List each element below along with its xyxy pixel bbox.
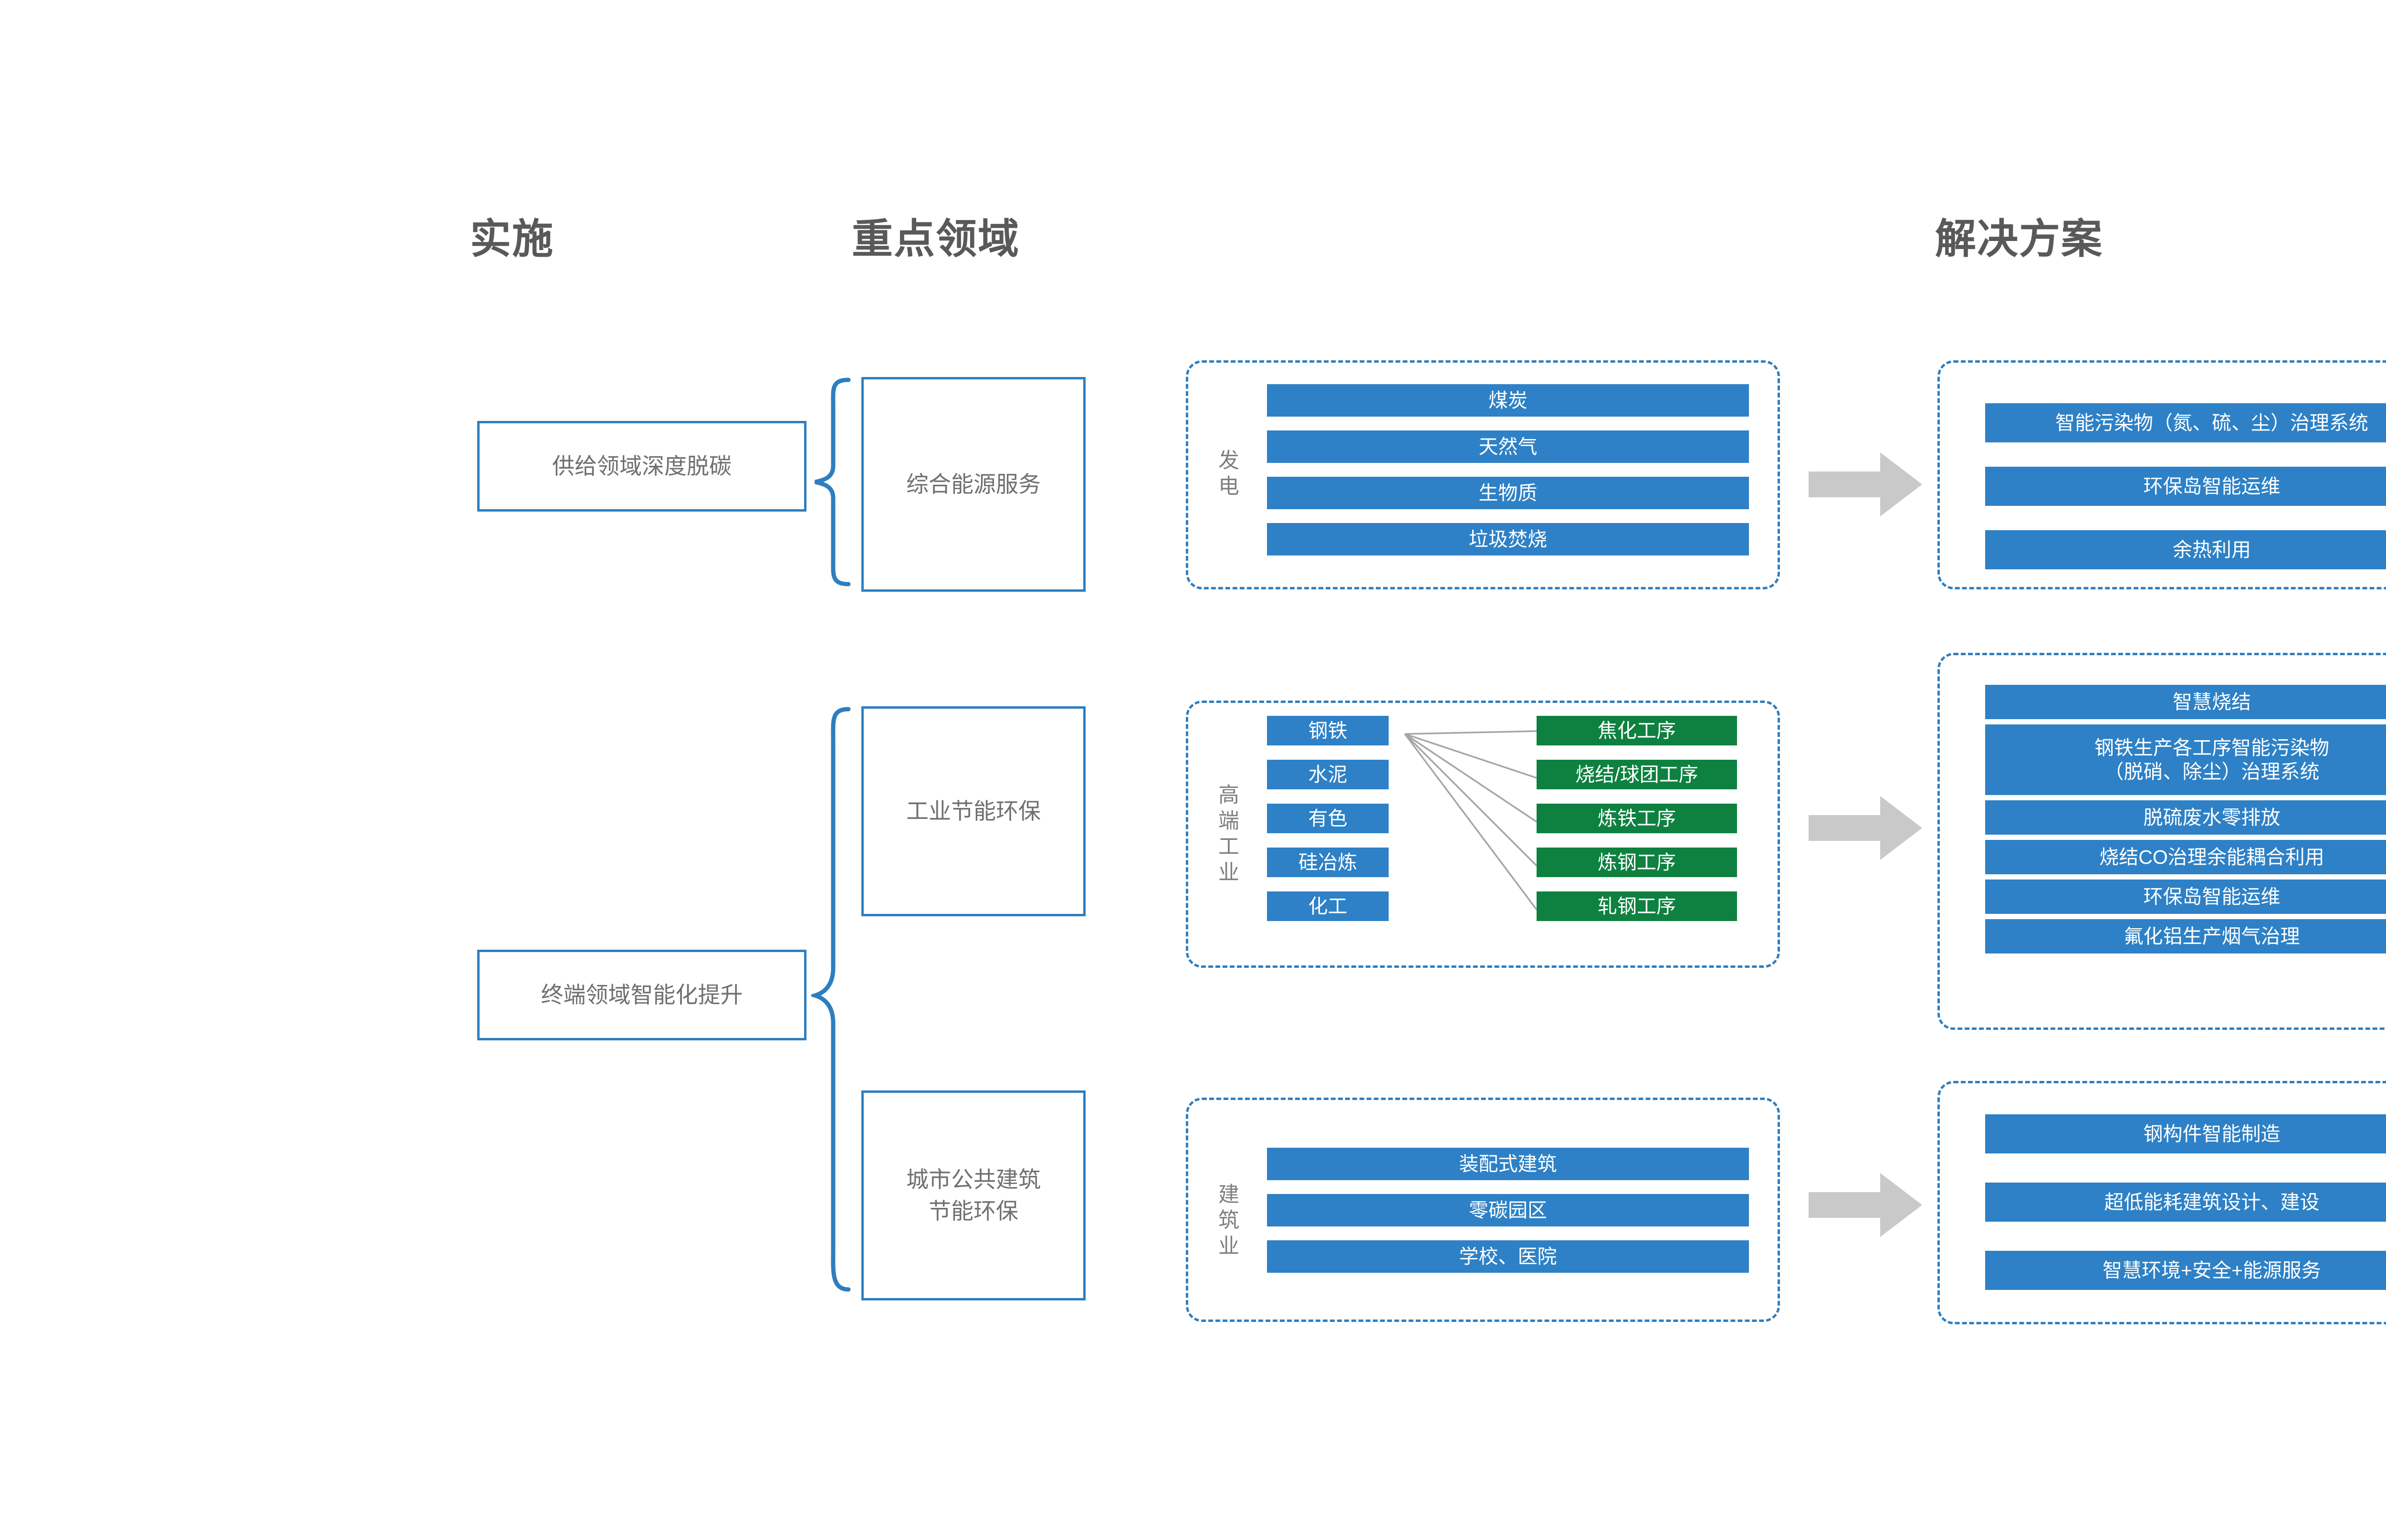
sector-side-label-industry: 高端工业	[1215, 784, 1238, 887]
solution-group-building	[1937, 1081, 2386, 1324]
solution-building-steel-component-manufacturing[interactable]: 钢构件智能制造	[1985, 1114, 2386, 1153]
sector-item-steel[interactable]: 钢铁	[1267, 716, 1389, 745]
sector-group-building	[1186, 1098, 1780, 1322]
process-item-ironmaking[interactable]: 炼铁工序	[1537, 804, 1737, 833]
sector-item-prefab-building[interactable]: 装配式建筑	[1267, 1148, 1749, 1180]
sector-side-label-building: 建筑业	[1215, 1183, 1238, 1260]
solution-group-industry	[1937, 653, 2386, 1030]
steel-process-connector-lines	[1389, 711, 1541, 931]
column-header-focus-areas: 重点领域	[852, 216, 1020, 262]
sector-item-school-hospital[interactable]: 学校、医院	[1267, 1240, 1749, 1273]
arrow-power-to-solutions	[1809, 449, 1923, 520]
sector-item-zero-carbon-park[interactable]: 零碳园区	[1267, 1194, 1749, 1226]
brace-terminal	[811, 706, 854, 1293]
process-item-steelmaking[interactable]: 炼钢工序	[1537, 848, 1737, 877]
solution-industry-steel-pollutant-system[interactable]: 钢铁生产各工序智能污染物 （脱硝、除尘）治理系统	[1985, 724, 2386, 795]
solution-industry-envisland-ops[interactable]: 环保岛智能运维	[1985, 880, 2386, 914]
implementation-box-terminal-intelligence[interactable]: 终端领域智能化提升	[477, 950, 806, 1040]
solution-industry-smart-sintering[interactable]: 智慧烧结	[1985, 685, 2386, 719]
sector-item-silicon-smelting[interactable]: 硅冶炼	[1267, 848, 1389, 877]
solution-power-waste-heat[interactable]: 余热利用	[1985, 530, 2386, 569]
process-item-rolling[interactable]: 轧钢工序	[1537, 891, 1737, 921]
solution-power-pollutant-system[interactable]: 智能污染物（氮、硫、尘）治理系统	[1985, 403, 2386, 442]
solution-building-smart-env-safety-energy[interactable]: 智慧环境+安全+能源服务	[1985, 1251, 2386, 1290]
sector-group-industry	[1186, 701, 1780, 968]
column-header-solutions: 解决方案	[1935, 216, 2103, 262]
brace-supply	[811, 377, 854, 587]
solution-building-ultra-low-energy-design[interactable]: 超低能耗建筑设计、建设	[1985, 1183, 2386, 1222]
focus-box-integrated-energy-services[interactable]: 综合能源服务	[861, 377, 1086, 592]
focus-box-urban-public-building[interactable]: 城市公共建筑 节能环保	[861, 1090, 1086, 1300]
focus-box-industrial-energy-saving[interactable]: 工业节能环保	[861, 706, 1086, 916]
arrow-industry-to-solutions	[1809, 792, 1923, 864]
sector-item-cement[interactable]: 水泥	[1267, 760, 1389, 789]
solution-power-envisland-ops[interactable]: 环保岛智能运维	[1985, 467, 2386, 506]
solution-industry-desulf-zero-discharge[interactable]: 脱硫废水零排放	[1985, 800, 2386, 835]
arrow-building-to-solutions	[1809, 1169, 1923, 1241]
sector-group-power	[1186, 360, 1780, 589]
sector-item-nonferrous[interactable]: 有色	[1267, 804, 1389, 833]
solution-industry-aluminium-fluoride-flue-gas[interactable]: 氟化铝生产烟气治理	[1985, 919, 2386, 953]
sector-item-waste-incineration[interactable]: 垃圾焚烧	[1267, 523, 1749, 555]
process-item-coking[interactable]: 焦化工序	[1537, 716, 1737, 745]
implementation-box-supply-decarbonization[interactable]: 供给领域深度脱碳	[477, 421, 806, 512]
sector-item-coal[interactable]: 煤炭	[1267, 384, 1749, 417]
sector-item-biomass[interactable]: 生物质	[1267, 477, 1749, 509]
column-header-implementation: 实施	[470, 216, 554, 262]
process-item-sintering-pelletizing[interactable]: 烧结/球团工序	[1537, 760, 1737, 789]
solution-industry-sintering-co-coupling[interactable]: 烧结CO治理余能耦合利用	[1985, 840, 2386, 874]
sector-side-label-power: 发电	[1215, 449, 1238, 501]
sector-item-chemical[interactable]: 化工	[1267, 891, 1389, 921]
solution-group-power	[1937, 360, 2386, 589]
sector-item-natural-gas[interactable]: 天然气	[1267, 430, 1749, 463]
